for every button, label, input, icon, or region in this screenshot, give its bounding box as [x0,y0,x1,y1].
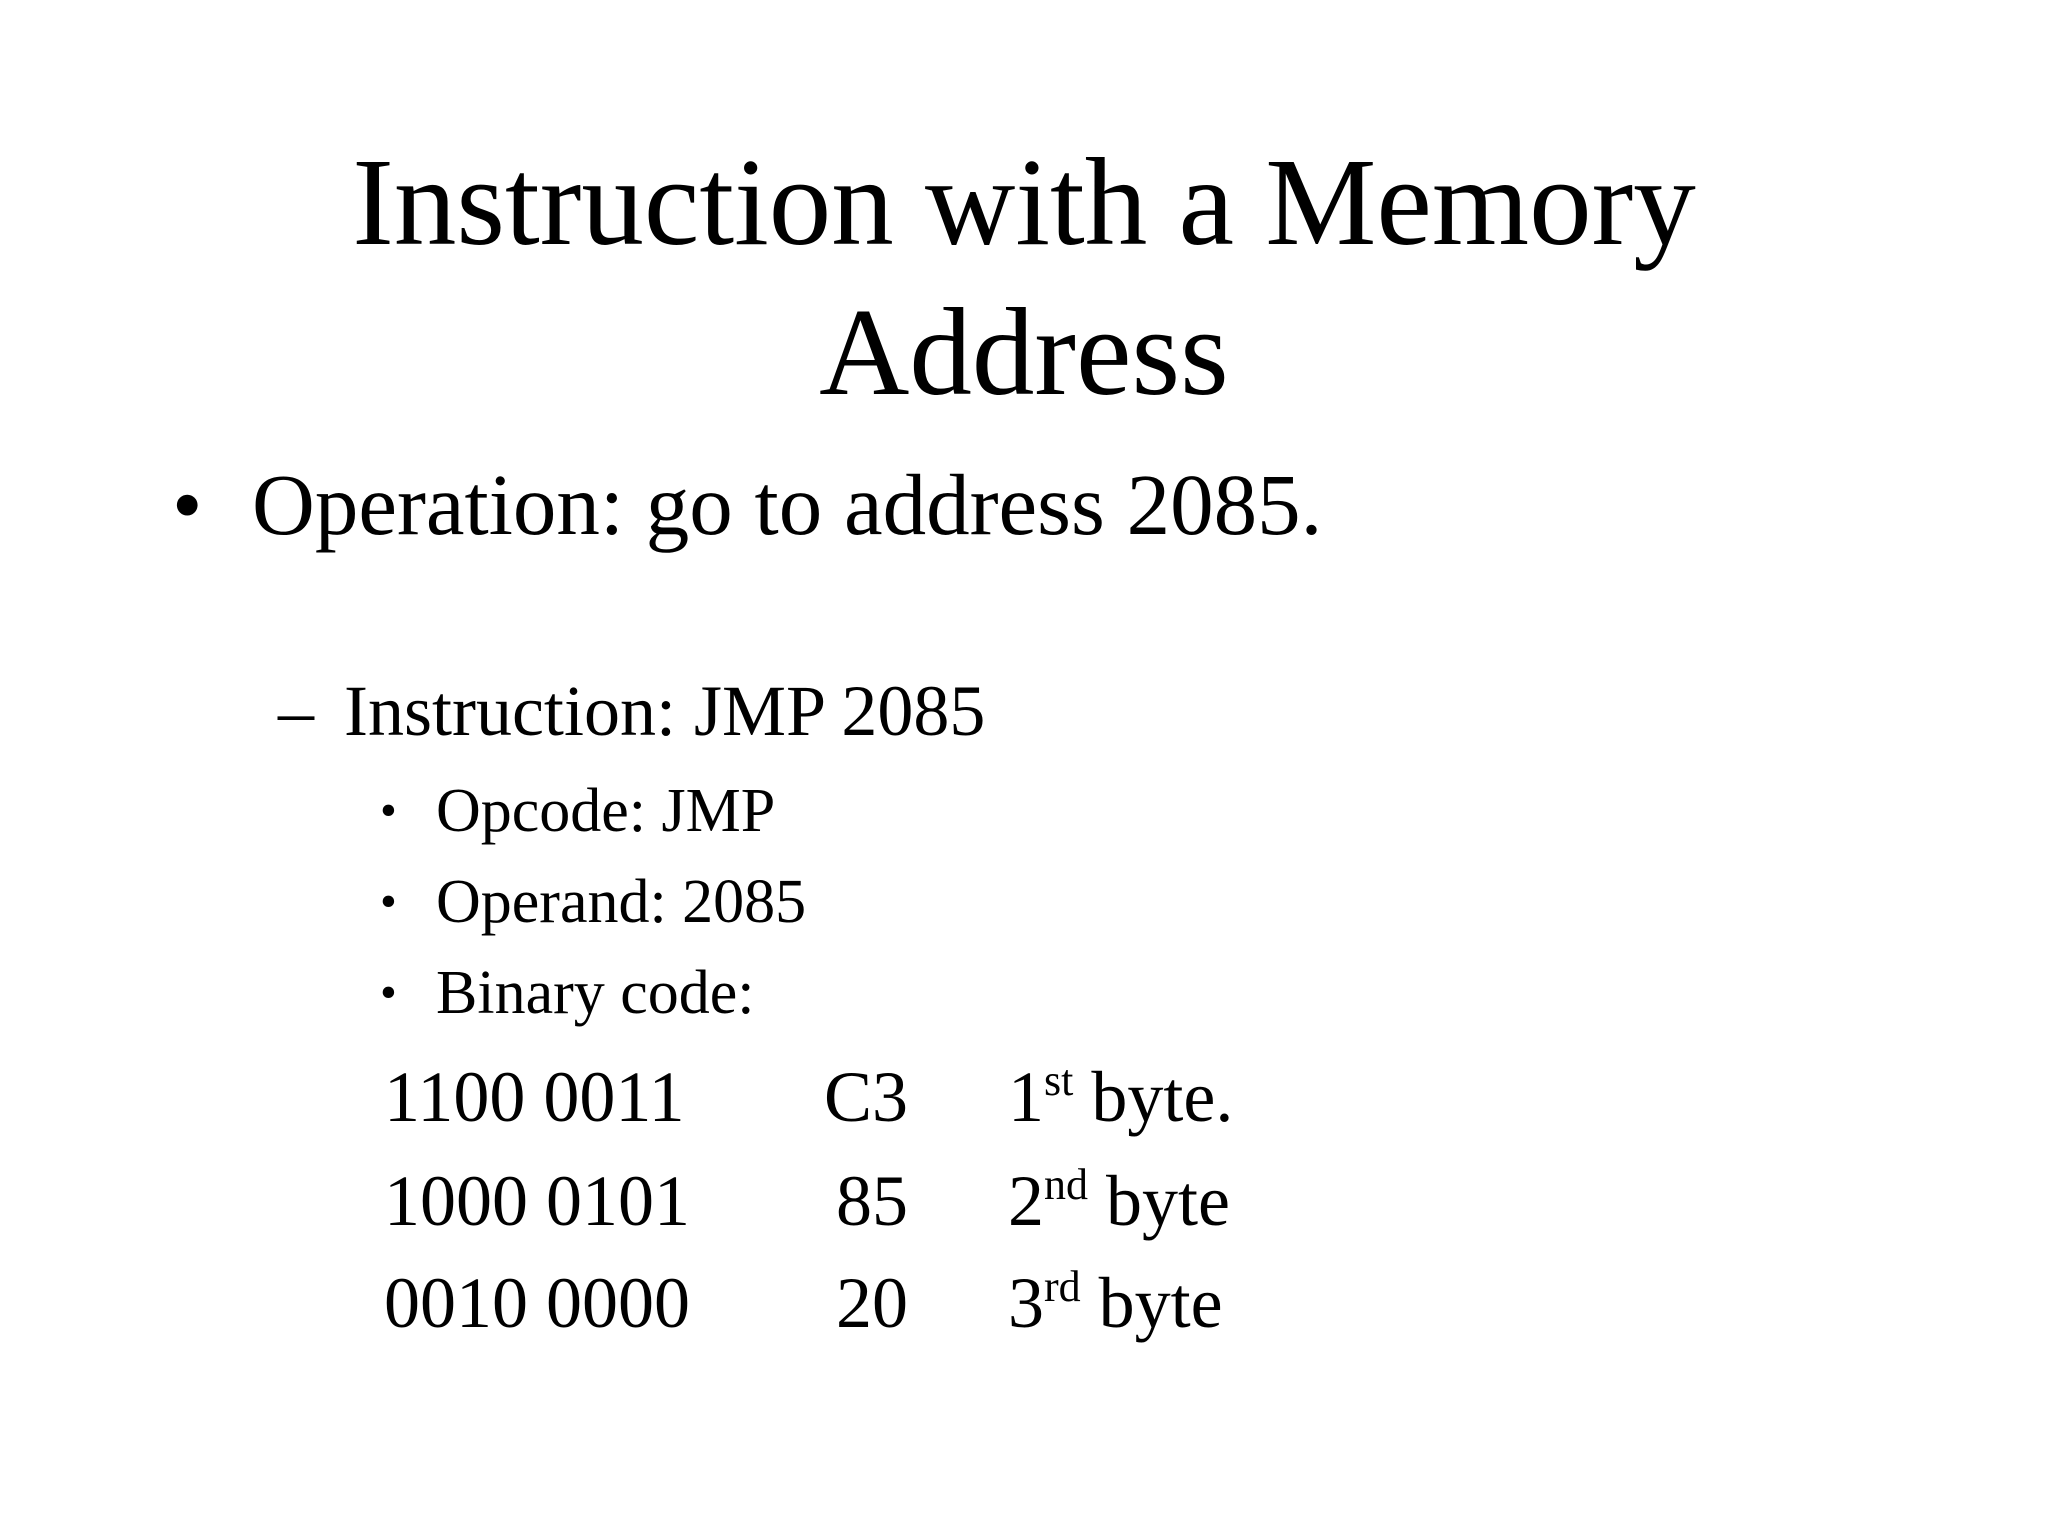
slide-title-line-1: Instruction with a Memory [352,134,1696,272]
bullet-icon: • [172,456,203,553]
ordinal-number: 1 [1008,1057,1044,1137]
ordinal-number: 3 [1008,1263,1044,1343]
byte-word: byte. [1073,1057,1234,1137]
byte-word: byte [1080,1263,1223,1343]
operand-text: Operand: 2085 [436,868,807,936]
binary-value: 1100 0011 [384,1057,685,1137]
hex-value: C3 [823,1057,908,1137]
operation-text: Operation: go to address 2085. [252,456,1323,553]
binary-value: 0010 0000 [384,1263,690,1343]
byte-word: byte [1088,1161,1230,1241]
binary-code-text: Binary code: [436,959,755,1027]
byte-ordinal: 1st byte. [1008,1052,1233,1152]
ordinal-number: 2 [1008,1161,1044,1241]
byte-ordinal: 2nd byte [1008,1156,1230,1256]
binary-value: 1000 0101 [384,1161,690,1241]
byte-row: 0010 0000 20 3rd byte [384,1258,1384,1348]
ordinal-suffix: nd [1044,1160,1088,1209]
bullet-icon: • [380,784,397,837]
byte-row: 1100 0011 C3 1st byte. [384,1052,1384,1142]
bullet-icon: • [380,966,397,1019]
slide-title-line-2: Address [819,284,1229,422]
byte-ordinal: 3rd byte [1008,1258,1223,1358]
instruction-text: Instruction: JMP 2085 [344,671,986,751]
hex-value: 20 [836,1263,908,1343]
ordinal-suffix: rd [1044,1262,1081,1311]
hex-value: 85 [836,1161,908,1241]
opcode-text: Opcode: JMP [436,777,776,845]
bullet-icon: • [380,875,397,928]
byte-row: 1000 0101 85 2nd byte [384,1156,1384,1246]
dash-icon: – [278,671,314,751]
ordinal-suffix: st [1044,1056,1074,1105]
